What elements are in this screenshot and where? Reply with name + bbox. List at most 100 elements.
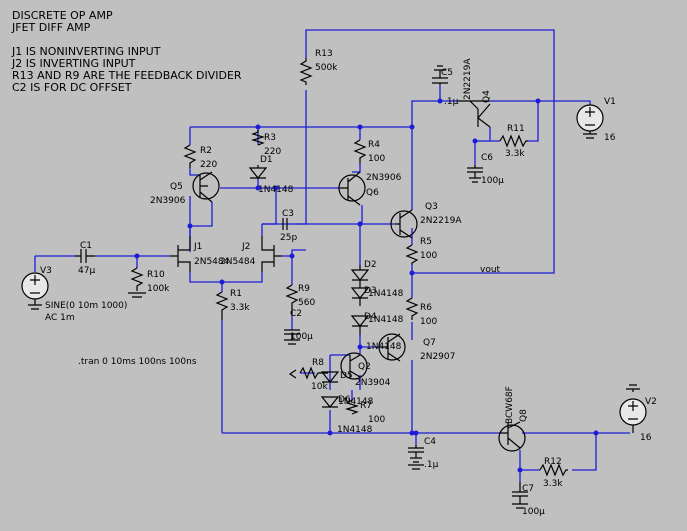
label-R6-value: 100 bbox=[420, 317, 437, 327]
label-V2-value: 16 bbox=[640, 433, 652, 443]
label-R9-name: R9 bbox=[298, 284, 310, 294]
label-J1-name: J1 bbox=[193, 242, 202, 252]
transistor-Q4 bbox=[458, 100, 491, 128]
label-Q7-name: Q7 bbox=[423, 338, 436, 348]
label-D3-model: 1N4148 bbox=[368, 289, 404, 299]
capacitor-C4 bbox=[408, 445, 424, 463]
transistor-Q5 bbox=[192, 171, 220, 203]
label-R10-name: R10 bbox=[147, 270, 165, 280]
label-R11-value: 3.3k bbox=[505, 149, 525, 159]
jfet-J2 bbox=[261, 236, 282, 272]
capacitor-C3 bbox=[282, 218, 288, 230]
source-V3 bbox=[21, 272, 49, 310]
label-R3-value: 220 bbox=[264, 147, 281, 157]
label-C1-value: 47µ bbox=[78, 266, 95, 276]
label-D4-name: D4 bbox=[364, 312, 377, 322]
label-D5-name: D5 bbox=[340, 371, 353, 381]
label-Q4-name: Q4 bbox=[482, 90, 492, 103]
label-R12-value: 3.3k bbox=[543, 479, 563, 489]
label-R9-value: 560 bbox=[298, 298, 315, 308]
resistor-R12 bbox=[539, 463, 568, 477]
label-C6-value: 100µ bbox=[481, 176, 504, 186]
label-Q7-model: 2N2907 bbox=[420, 352, 455, 362]
label-C7-name: C7 bbox=[522, 484, 534, 494]
resistor-R6 bbox=[405, 297, 419, 320]
label-V3-value: SINE(0 10m 1000) bbox=[45, 301, 127, 311]
diode-D1 bbox=[248, 165, 268, 179]
label-J2-model: 2N5484 bbox=[220, 257, 256, 267]
label-Q5-model: 2N3906 bbox=[150, 196, 186, 206]
label-R5-value: 100 bbox=[420, 251, 437, 261]
wires bbox=[34, 29, 630, 482]
label-R12-name: R12 bbox=[544, 457, 562, 467]
note-line: C2 IS FOR DC OFFSET bbox=[12, 81, 132, 94]
label-Q3-model: 2N2219A bbox=[420, 216, 462, 226]
note-line: J1 IS NONINVERTING INPUT bbox=[12, 45, 161, 58]
label-R4-name: R4 bbox=[368, 140, 380, 150]
label-D1-model: 1N4148 bbox=[258, 185, 294, 195]
label-D6-name: D6 bbox=[338, 395, 351, 405]
component-labels: R13 500k C5 .1µ 2N2219A Q4 V1 16 R11 3.3… bbox=[40, 49, 657, 517]
label-R8-name: R8 bbox=[312, 358, 324, 368]
note-line: J2 IS INVERTING INPUT bbox=[12, 57, 136, 70]
resistor-R2 bbox=[183, 144, 197, 168]
resistor-R1 bbox=[215, 291, 229, 320]
label-R4-value: 100 bbox=[368, 154, 385, 164]
label-R13-name: R13 bbox=[315, 49, 333, 59]
label-vout: vout bbox=[480, 265, 501, 275]
capacitor-C6 bbox=[467, 165, 483, 183]
junction-dots bbox=[134, 98, 599, 473]
label-Q8-name: Q8 bbox=[519, 409, 529, 422]
label-D3-name: D3 bbox=[364, 286, 377, 296]
label-R6-name: R6 bbox=[420, 303, 432, 313]
resistor-R3 bbox=[250, 130, 266, 146]
label-D5-model: 1N4148 bbox=[338, 397, 374, 407]
capacitor-C1 bbox=[75, 249, 95, 263]
capacitor-C7 bbox=[512, 482, 528, 504]
resistor-R9 bbox=[285, 284, 299, 315]
label-C2-value: 100µ bbox=[290, 332, 313, 342]
diode-D4 bbox=[350, 315, 370, 335]
ground-symbols bbox=[128, 292, 528, 509]
label-C1-name: C1 bbox=[80, 241, 92, 251]
schematic-notes: DISCRETE OP AMP JFET DIFF AMP J1 IS NONI… bbox=[12, 10, 242, 94]
resistor-R4 bbox=[353, 139, 367, 163]
diode-D6 bbox=[320, 396, 340, 408]
label-C7-value: 100µ bbox=[522, 507, 545, 517]
label-D2-name: D2 bbox=[364, 260, 377, 270]
label-R13-value: 500k bbox=[315, 63, 338, 73]
resistor-R10 bbox=[130, 267, 144, 291]
label-Q2-model: 2N3904 bbox=[355, 378, 391, 388]
label-D1-name: D1 bbox=[260, 155, 273, 165]
label-V2-name: V2 bbox=[645, 397, 657, 407]
source-V2 bbox=[619, 384, 647, 433]
label-R8-value: 10k bbox=[311, 382, 328, 392]
label-C6-name: C6 bbox=[481, 153, 493, 163]
spice-directive: .tran 0 10ms 100ns 100ns bbox=[78, 357, 197, 367]
schematic-title: DISCRETE OP AMP bbox=[12, 9, 113, 22]
transistor-Q7 bbox=[378, 333, 406, 362]
resistor-R11 bbox=[499, 134, 528, 148]
label-Q3-name: Q3 bbox=[425, 202, 438, 212]
label-D4-model: 1N4148 bbox=[368, 315, 404, 325]
label-C3-name: C3 bbox=[282, 209, 294, 219]
label-V1-value: 16 bbox=[604, 133, 616, 143]
diode-D3 bbox=[350, 287, 370, 306]
label-R7-value: 100 bbox=[368, 415, 385, 425]
label-C4-name: C4 bbox=[424, 437, 436, 447]
resistor-R7 bbox=[344, 399, 360, 415]
label-C3-value: 25p bbox=[280, 233, 297, 243]
label-C5-value: .1µ bbox=[444, 97, 459, 107]
schematic-subtitle: JFET DIFF AMP bbox=[12, 21, 91, 34]
label-J1-model: 2N5484 bbox=[194, 257, 230, 267]
capacitor-C5 bbox=[432, 65, 448, 85]
label-R1-value: 3.3k bbox=[230, 303, 250, 313]
label-Q2-name: Q2 bbox=[358, 362, 371, 372]
transistor-Q8 bbox=[498, 421, 526, 452]
label-C2-name: C2 bbox=[290, 309, 302, 319]
label-Q6-name: Q6 bbox=[366, 188, 379, 198]
label-Q5-name: Q5 bbox=[170, 182, 183, 192]
label-R10-value: 100k bbox=[147, 284, 170, 294]
label-Q6-model: 2N3906 bbox=[366, 173, 402, 183]
